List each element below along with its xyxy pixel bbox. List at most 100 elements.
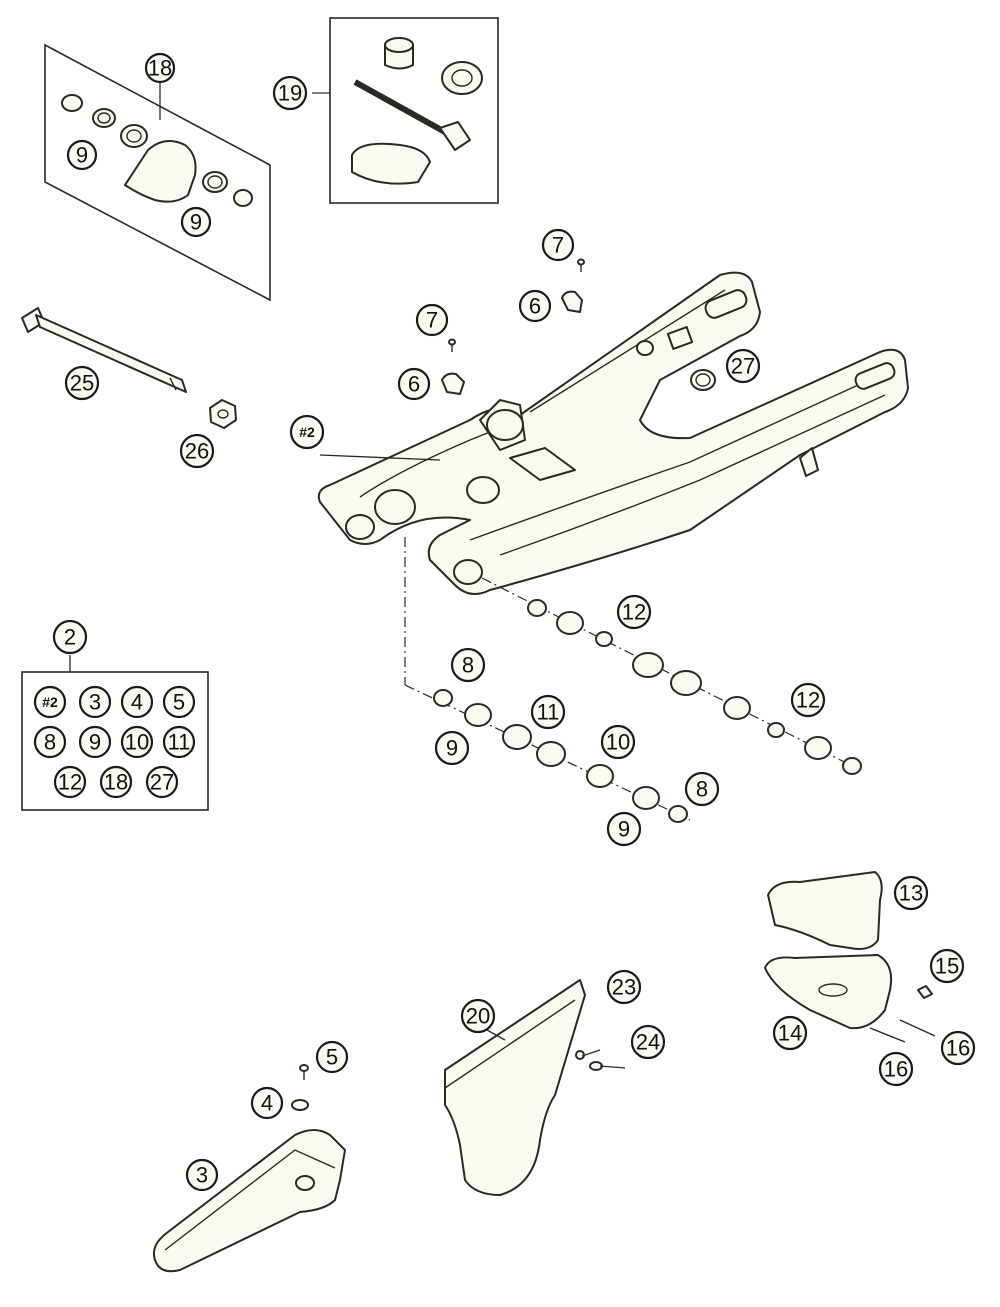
callout-20[interactable]: 20 (460, 998, 496, 1034)
callout-15[interactable]: 15 (929, 948, 965, 984)
callout-9[interactable]: 9 (180, 206, 212, 238)
kit-item-12[interactable]: 12 (53, 765, 87, 799)
leader-lines (319, 454, 626, 1069)
kit-item-11[interactable]: 11 (162, 725, 196, 759)
bushing-27 (690, 369, 716, 391)
callout-7[interactable]: 7 (415, 303, 449, 337)
callout-4[interactable]: 4 (250, 1086, 284, 1120)
chain-guard (444, 979, 603, 1196)
callout-19[interactable]: 19 (272, 75, 308, 111)
kit-item-3[interactable]: 3 (78, 685, 112, 719)
callout-8[interactable]: 8 (450, 647, 486, 683)
callout-16[interactable]: 16 (940, 1030, 976, 1066)
svg-text:9: 9 (190, 210, 202, 235)
bushing-part (61, 94, 253, 207)
svg-text:#2: #2 (42, 694, 58, 710)
svg-text:6: 6 (408, 372, 420, 397)
callout-18[interactable]: 18 (144, 52, 176, 84)
svg-text:27: 27 (731, 354, 755, 379)
callout-8[interactable]: 8 (684, 771, 720, 807)
swingarm-body (317, 271, 909, 595)
svg-text:10: 10 (606, 730, 630, 755)
svg-text:27: 27 (150, 770, 174, 795)
svg-text:24: 24 (636, 1030, 660, 1055)
svg-text:14: 14 (778, 1021, 802, 1046)
chain-guide (764, 871, 936, 1043)
callout-2[interactable]: 2 (52, 619, 88, 655)
callout-12[interactable]: 12 (790, 682, 826, 718)
svg-text:18: 18 (104, 770, 128, 795)
svg-text:19: 19 (278, 81, 302, 106)
kit-item-8[interactable]: 8 (33, 725, 67, 759)
callout-9[interactable]: 9 (66, 139, 98, 171)
svg-text:5: 5 (326, 1045, 338, 1070)
svg-text:26: 26 (185, 439, 209, 464)
svg-text:3: 3 (196, 1163, 208, 1188)
kit-item-18[interactable]: 18 (99, 765, 133, 799)
svg-text:12: 12 (622, 600, 646, 625)
svg-text:9: 9 (76, 143, 88, 168)
callout-12[interactable]: 12 (616, 594, 652, 630)
svg-text:23: 23 (612, 975, 636, 1000)
svg-text:9: 9 (89, 730, 101, 755)
axle-nut (209, 399, 237, 429)
svg-text:4: 4 (131, 690, 143, 715)
svg-text:6: 6 (529, 294, 541, 319)
callout-27[interactable]: 27 (725, 348, 761, 384)
callout-9[interactable]: 9 (434, 730, 470, 766)
svg-text:18: 18 (148, 56, 172, 81)
kit-item-9[interactable]: 9 (78, 725, 112, 759)
kit-item-ref-2[interactable]: #2 (33, 685, 67, 719)
svg-text:10: 10 (125, 730, 149, 755)
callout-ref-2[interactable]: #2 (289, 414, 325, 450)
svg-text:16: 16 (884, 1057, 908, 1082)
kit-item-4[interactable]: 4 (120, 685, 154, 719)
callout-23[interactable]: 23 (606, 969, 642, 1005)
svg-text:9: 9 (446, 736, 458, 761)
callout-3[interactable]: 3 (185, 1158, 219, 1192)
svg-text:25: 25 (70, 371, 94, 396)
svg-text:15: 15 (935, 954, 959, 979)
callout-7[interactable]: 7 (541, 228, 575, 262)
svg-text:12: 12 (796, 688, 820, 713)
pivot-bearing-stack-upper (481, 577, 862, 775)
pivot-bearing-stack-lower (404, 537, 691, 823)
svg-text:11: 11 (537, 700, 560, 725)
bolt-kit-parts (351, 37, 483, 185)
kit-19-panel (312, 17, 499, 204)
svg-text:9: 9 (618, 817, 630, 842)
callout-25[interactable]: 25 (64, 365, 100, 401)
kit-item-5[interactable]: 5 (162, 685, 196, 719)
kit-item-27[interactable]: 27 (145, 765, 179, 799)
callout-10[interactable]: 10 (600, 724, 636, 760)
callout-13[interactable]: 13 (893, 875, 929, 911)
swingarm-axle (21, 307, 187, 393)
kit-item-10[interactable]: 10 (120, 725, 154, 759)
svg-text:7: 7 (552, 233, 564, 258)
callout-6[interactable]: 6 (397, 367, 431, 401)
svg-text:8: 8 (44, 730, 56, 755)
callout-6[interactable]: 6 (518, 289, 552, 323)
kit-18-panel (44, 43, 271, 302)
svg-text:#2: #2 (299, 424, 315, 440)
svg-text:4: 4 (261, 1091, 273, 1116)
svg-text:16: 16 (946, 1036, 970, 1061)
callout-5[interactable]: 5 (315, 1040, 349, 1074)
callout-11[interactable]: 11 (530, 694, 566, 730)
kit-2-panel (21, 655, 209, 811)
callout-24[interactable]: 24 (630, 1024, 666, 1060)
svg-text:11: 11 (168, 730, 191, 755)
chain-slider (152, 1064, 346, 1273)
svg-text:12: 12 (58, 770, 82, 795)
svg-text:5: 5 (173, 690, 185, 715)
clip-and-screw-lower (441, 338, 465, 395)
callout-14[interactable]: 14 (772, 1015, 808, 1051)
svg-text:20: 20 (466, 1004, 490, 1029)
svg-text:8: 8 (462, 653, 474, 678)
svg-text:13: 13 (899, 881, 923, 906)
callout-9[interactable]: 9 (606, 811, 642, 847)
svg-text:3: 3 (89, 690, 101, 715)
clip-and-screw-upper (561, 258, 585, 313)
callout-26[interactable]: 26 (179, 433, 215, 469)
callout-16[interactable]: 16 (878, 1051, 914, 1087)
